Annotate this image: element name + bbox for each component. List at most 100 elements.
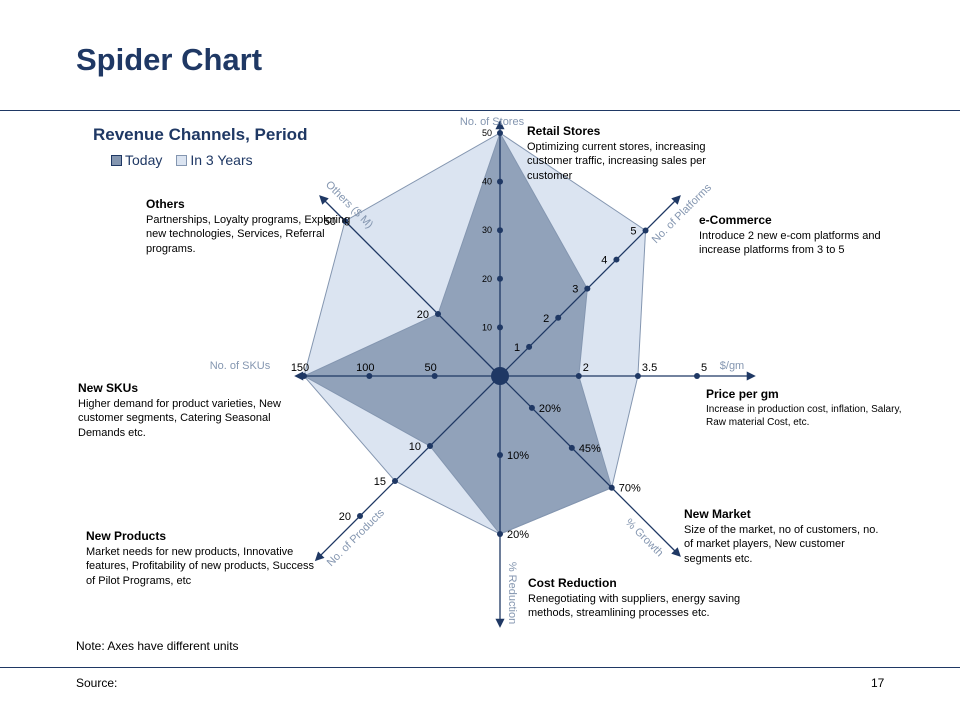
legend-swatch-today <box>111 154 122 166</box>
tick-marker-axis-2-1 <box>526 343 533 350</box>
axis-unit-label-7: No. of SKUs <box>210 360 271 372</box>
tick-marker-axis-2-4 <box>613 256 620 263</box>
tick-label-axis-5-2: 20% <box>507 529 529 541</box>
tick-marker-axis-6-1 <box>426 443 433 450</box>
tick-marker-axis-7-3 <box>301 373 307 379</box>
callout-ecommerce: e-Commerce Introduce 2 new e-com platfor… <box>699 213 909 258</box>
axis-line-6 <box>314 375 501 562</box>
page-title: Spider Chart <box>76 42 263 77</box>
tick-marker-axis-8-2 <box>342 218 349 225</box>
chart-center <box>491 367 509 385</box>
tick-marker-axis-1-3 <box>497 227 503 234</box>
tick-label-axis-8-1: 20 <box>417 309 429 321</box>
tick-label-axis-4-2: 45% <box>579 443 601 455</box>
tick-label-axis-4-1: 20% <box>539 403 561 415</box>
tick-label-axis-1-4: 40 <box>482 177 492 187</box>
tick-label-axis-3-1: 2 <box>583 362 589 374</box>
tick-label-axis-2-5: 5 <box>630 225 636 237</box>
tick-marker-axis-2-2 <box>555 314 562 321</box>
tick-label-axis-1-3: 30 <box>482 225 492 235</box>
callout-retail-stores-head: Retail Stores <box>527 124 601 138</box>
tick-label-axis-2-4: 4 <box>601 255 607 267</box>
tick-marker-axis-8-1 <box>435 311 442 318</box>
callout-new-skus-head: New SKUs <box>78 381 139 395</box>
tick-marker-axis-4-3 <box>608 484 615 491</box>
chart-title: Revenue Channels, Period <box>93 125 308 144</box>
tick-label-axis-2-2: 2 <box>543 313 549 325</box>
tick-marker-axis-5-2 <box>497 531 503 537</box>
chart-legend: Today In 3 Years <box>111 152 253 168</box>
tick-marker-axis-1-4 <box>497 178 503 185</box>
tick-marker-axis-1-1 <box>497 324 503 331</box>
callout-ecommerce-head: e-Commerce <box>699 213 772 227</box>
chart-note: Note: Axes have different units <box>76 639 239 653</box>
axis-unit-label-1: No. of Stores <box>460 116 525 128</box>
legend-item-future: In 3 Years <box>176 152 253 168</box>
callout-ecommerce-body: Introduce 2 new e-com platforms and incr… <box>699 229 881 257</box>
tick-label-axis-6-3: 20 <box>339 511 351 523</box>
page-number: 17 <box>871 676 885 690</box>
tick-marker-axis-2-3 <box>584 285 591 292</box>
callout-cost-reduction-body: Renegotiating with suppliers, energy sav… <box>528 592 741 620</box>
legend-item-today: Today <box>111 152 162 168</box>
callout-price-per-gm-body: Increase in production cost, inflation, … <box>706 403 902 428</box>
tick-marker-axis-1-5 <box>497 130 503 136</box>
tick-marker-axis-2-5 <box>642 227 649 234</box>
tick-marker-axis-3-3 <box>694 373 700 379</box>
tick-marker-axis-6-2 <box>391 478 398 485</box>
tick-marker-axis-7-1 <box>431 373 438 379</box>
tick-label-axis-4-3: 70% <box>619 483 641 495</box>
callout-new-skus: New SKUs Higher demand for product varie… <box>78 381 303 440</box>
callout-retail-stores-body: Optimizing current stores, increasing cu… <box>527 140 706 182</box>
axis-unit-label-4: % Growth <box>623 517 666 560</box>
tick-label-axis-8-2: 50 <box>324 216 336 228</box>
legend-label-future: In 3 Years <box>190 152 253 168</box>
tick-marker-axis-3-2 <box>634 373 641 379</box>
tick-marker-axis-4-1 <box>528 404 535 411</box>
tick-label-axis-3-2: 3.5 <box>642 362 657 374</box>
tick-label-axis-1-2: 20 <box>482 274 492 284</box>
callout-others-head: Others <box>146 197 185 211</box>
callout-others: Others Partnerships, Loyalty programs, E… <box>146 197 356 256</box>
tick-label-axis-6-2: 15 <box>374 476 386 488</box>
tick-label-axis-3-3: 5 <box>701 362 707 374</box>
header-divider <box>0 110 960 111</box>
callout-price-per-gm-head: Price per gm <box>706 387 779 401</box>
callout-retail-stores: Retail Stores Optimizing current stores,… <box>527 124 737 183</box>
tick-label-axis-1-1: 10 <box>482 322 492 332</box>
tick-marker-axis-3-1 <box>575 373 582 379</box>
callout-new-products: New Products Market needs for new produc… <box>86 529 321 588</box>
axis-unit-label-5: % Reduction <box>506 562 518 624</box>
callout-cost-reduction-head: Cost Reduction <box>528 576 617 590</box>
tick-label-axis-6-1: 10 <box>409 441 421 453</box>
tick-marker-axis-5-1 <box>497 452 503 458</box>
tick-marker-axis-1-2 <box>497 275 503 282</box>
callout-new-market-head: New Market <box>684 507 751 521</box>
tick-label-axis-2-3: 3 <box>572 284 578 296</box>
tick-marker-axis-6-3 <box>356 513 363 520</box>
callout-new-skus-body: Higher demand for product varieties, New… <box>78 397 281 439</box>
footer-divider <box>0 667 960 668</box>
tick-marker-axis-7-2 <box>366 373 373 379</box>
tick-marker-axis-4-2 <box>568 444 575 451</box>
tick-label-axis-5-1: 10% <box>507 450 529 462</box>
tick-label-axis-7-2: 100 <box>356 362 374 374</box>
axis-unit-label-6: No. of Products <box>325 506 387 568</box>
axis-unit-label-3: $/gm <box>720 360 744 372</box>
callout-cost-reduction: Cost Reduction Renegotiating with suppli… <box>528 576 753 621</box>
tick-label-axis-7-1: 50 <box>425 362 437 374</box>
callout-new-products-body: Market needs for new products, Innovativ… <box>86 545 315 587</box>
callout-price-per-gm: Price per gm Increase in production cost… <box>706 387 906 429</box>
callout-new-products-head: New Products <box>86 529 167 543</box>
callout-new-market: New Market Size of the market, no of cus… <box>684 507 889 566</box>
legend-label-today: Today <box>125 152 163 168</box>
callout-others-body: Partnerships, Loyalty programs, Explorin… <box>146 213 351 255</box>
axis-line-8 <box>319 195 501 377</box>
tick-label-axis-2-1: 1 <box>514 342 520 354</box>
callout-new-market-body: Size of the market, no of customers, no.… <box>684 523 879 565</box>
tick-label-axis-7-3: 150 <box>291 362 309 374</box>
tick-label-axis-1-5: 50 <box>482 128 492 138</box>
legend-swatch-future <box>176 154 188 166</box>
footer-source: Source: <box>76 676 118 690</box>
